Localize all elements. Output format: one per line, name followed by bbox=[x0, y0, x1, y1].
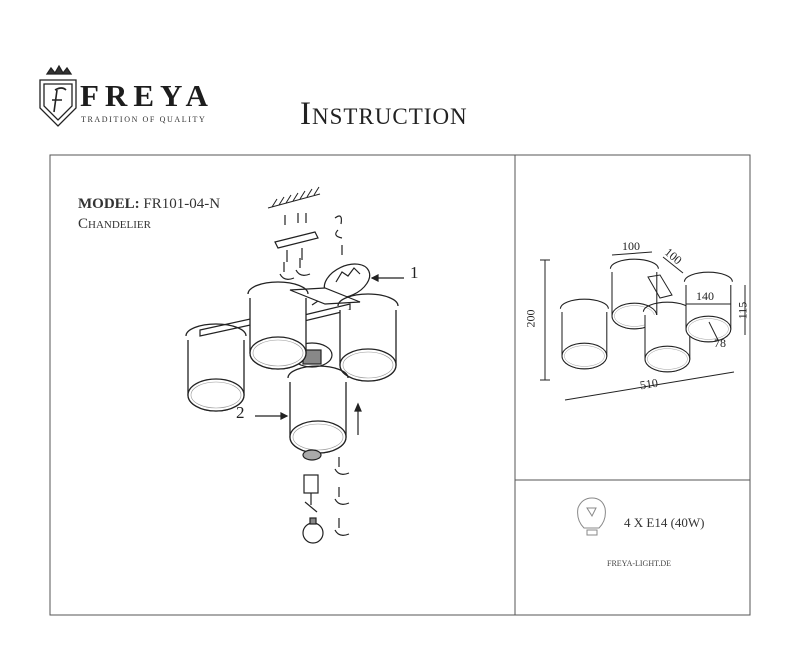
callout-1: 1 bbox=[410, 263, 419, 282]
assembly-arrows bbox=[255, 402, 362, 435]
dim-shade-height: 115 bbox=[735, 301, 750, 320]
lamp-shades bbox=[185, 281, 399, 454]
page-title: Instruction bbox=[300, 96, 468, 132]
dim-height: 200 bbox=[523, 309, 538, 328]
dim-shade-depth: 78 bbox=[714, 336, 726, 350]
bulb-spec: 4 X E14 (40W) bbox=[624, 515, 705, 530]
model-label: MODEL: bbox=[78, 196, 140, 212]
model-line: MODEL: FR101-04-N bbox=[78, 196, 220, 213]
shade-detached bbox=[287, 365, 349, 454]
ceiling-hatch bbox=[267, 186, 321, 209]
shade bbox=[247, 281, 309, 370]
callout-2: 2 bbox=[236, 403, 245, 422]
dimension-drawing bbox=[540, 251, 746, 401]
dim-width: 510 bbox=[638, 375, 659, 393]
brand-tagline: TRADITION OF QUALITY bbox=[81, 115, 207, 124]
freya-logo-shield bbox=[39, 64, 77, 127]
dim-shade-width: 140 bbox=[696, 289, 714, 303]
product-type: Chandelier bbox=[78, 216, 151, 232]
frame-lines bbox=[49, 154, 751, 616]
brand-name: FREYA bbox=[80, 78, 214, 113]
bulb-parts bbox=[302, 449, 350, 544]
mounting-bracket bbox=[274, 213, 343, 280]
dim-arm-width: 100 bbox=[622, 239, 640, 253]
terminal-block bbox=[311, 263, 404, 306]
model-number: FR101-04-N bbox=[143, 196, 221, 212]
website: FREYA-LIGHT.DE bbox=[607, 559, 672, 568]
shade bbox=[185, 323, 247, 412]
